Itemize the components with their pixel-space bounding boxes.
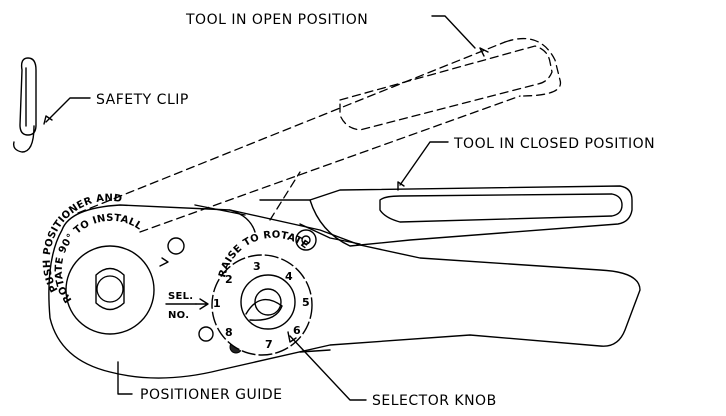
safety-clip-label: SAFETY CLIP <box>96 92 189 108</box>
dial-number-5: 5 <box>302 296 310 309</box>
dial-number-4: 4 <box>285 270 293 283</box>
dial-number-6: 6 <box>293 324 301 337</box>
leader-lines <box>43 15 489 401</box>
safety-clip <box>12 57 37 153</box>
no-label: NO. <box>168 310 189 321</box>
selector-knob-label: SELECTOR KNOB <box>372 393 497 409</box>
dial-number-7: 7 <box>265 338 273 351</box>
open-position-label: TOOL IN OPEN POSITION <box>185 12 368 28</box>
positioner-guide-label: POSITIONER GUIDE <box>140 387 283 403</box>
selector-indicator: SEL. NO. <box>165 291 209 321</box>
selector-knob[interactable]: RAISE TO ROTATE 1 2 3 4 5 6 7 8 <box>211 230 313 356</box>
closed-position-label: TOOL IN CLOSED POSITION <box>453 136 655 152</box>
dial-number-2: 2 <box>225 273 233 286</box>
dial-number-8: 8 <box>225 326 233 339</box>
dial-number-3: 3 <box>253 260 261 273</box>
positioner-guide[interactable]: PUSH POSITIONER AND ROTATE 90° TO INSTAL… <box>42 193 169 335</box>
sel-label: SEL. <box>168 291 193 302</box>
dial-number-1: 1 <box>213 297 221 310</box>
